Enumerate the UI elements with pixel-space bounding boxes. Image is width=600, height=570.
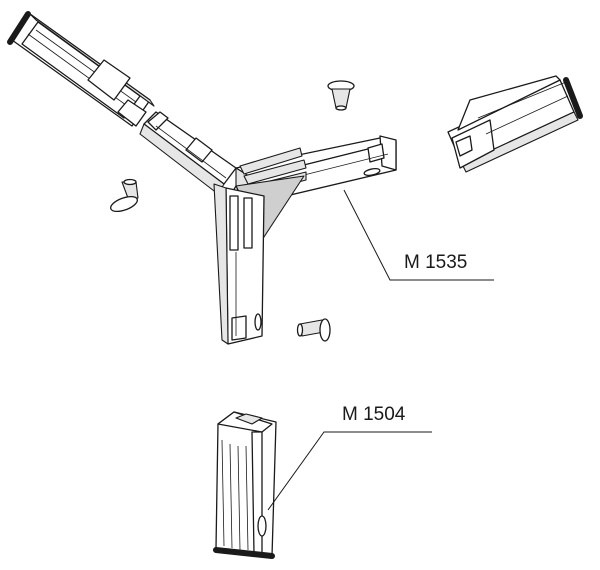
callout-label-m1535: M 1535 — [404, 252, 467, 273]
end-cap-upper-left — [7, 11, 31, 45]
callout-label-m1504: M 1504 — [342, 404, 406, 425]
screw-middle — [296, 318, 331, 342]
profile-tube-lower — [213, 411, 277, 559]
leader-line-m1504 — [267, 431, 432, 511]
end-cap-lower — [213, 547, 275, 559]
leader-line-m1535 — [343, 189, 494, 281]
profile-tube-upper-left — [7, 11, 155, 127]
screw-top — [327, 80, 355, 111]
profile-tube-upper-right — [447, 75, 583, 173]
end-cap-upper-right — [563, 77, 583, 119]
corner-connector — [139, 111, 397, 345]
screw-left — [110, 178, 139, 213]
